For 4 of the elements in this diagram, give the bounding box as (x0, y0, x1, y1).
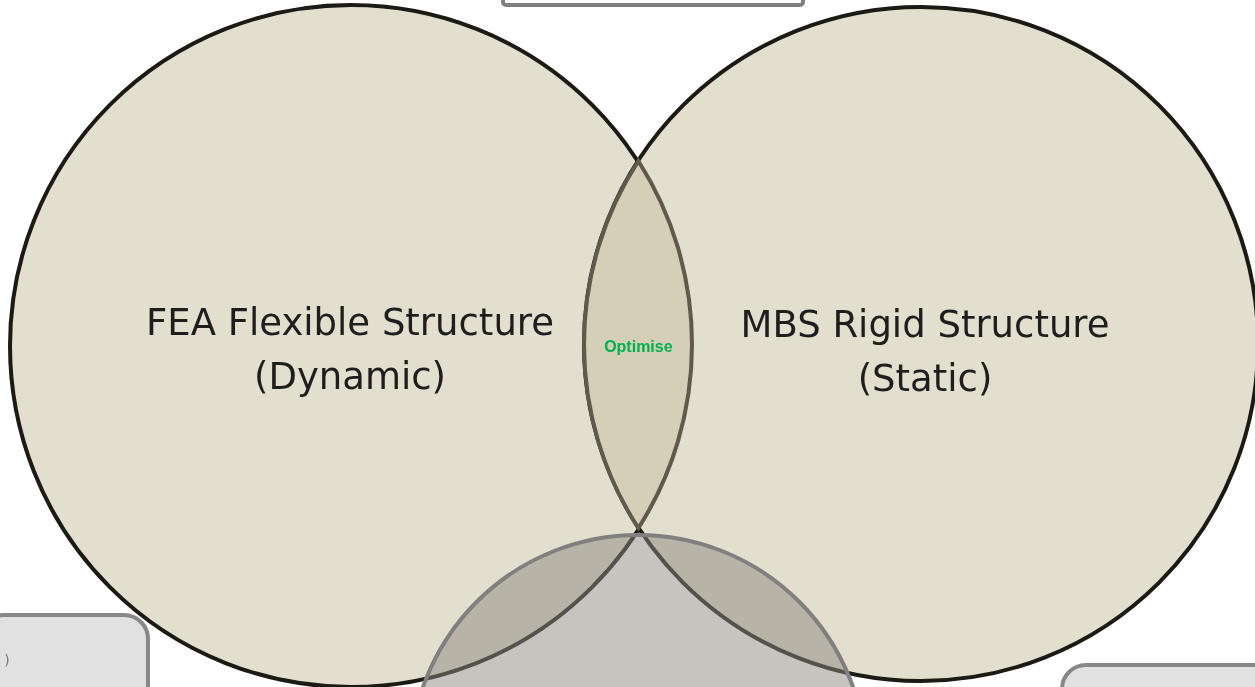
circle-label: MBS Rigid Structure (Static) (739, 302, 1111, 402)
circle-label: ) (3, 650, 11, 670)
circle-label: FEA Flexible Structure (Dynamic) (145, 300, 555, 400)
overlap-label: Optimise (603, 337, 674, 358)
